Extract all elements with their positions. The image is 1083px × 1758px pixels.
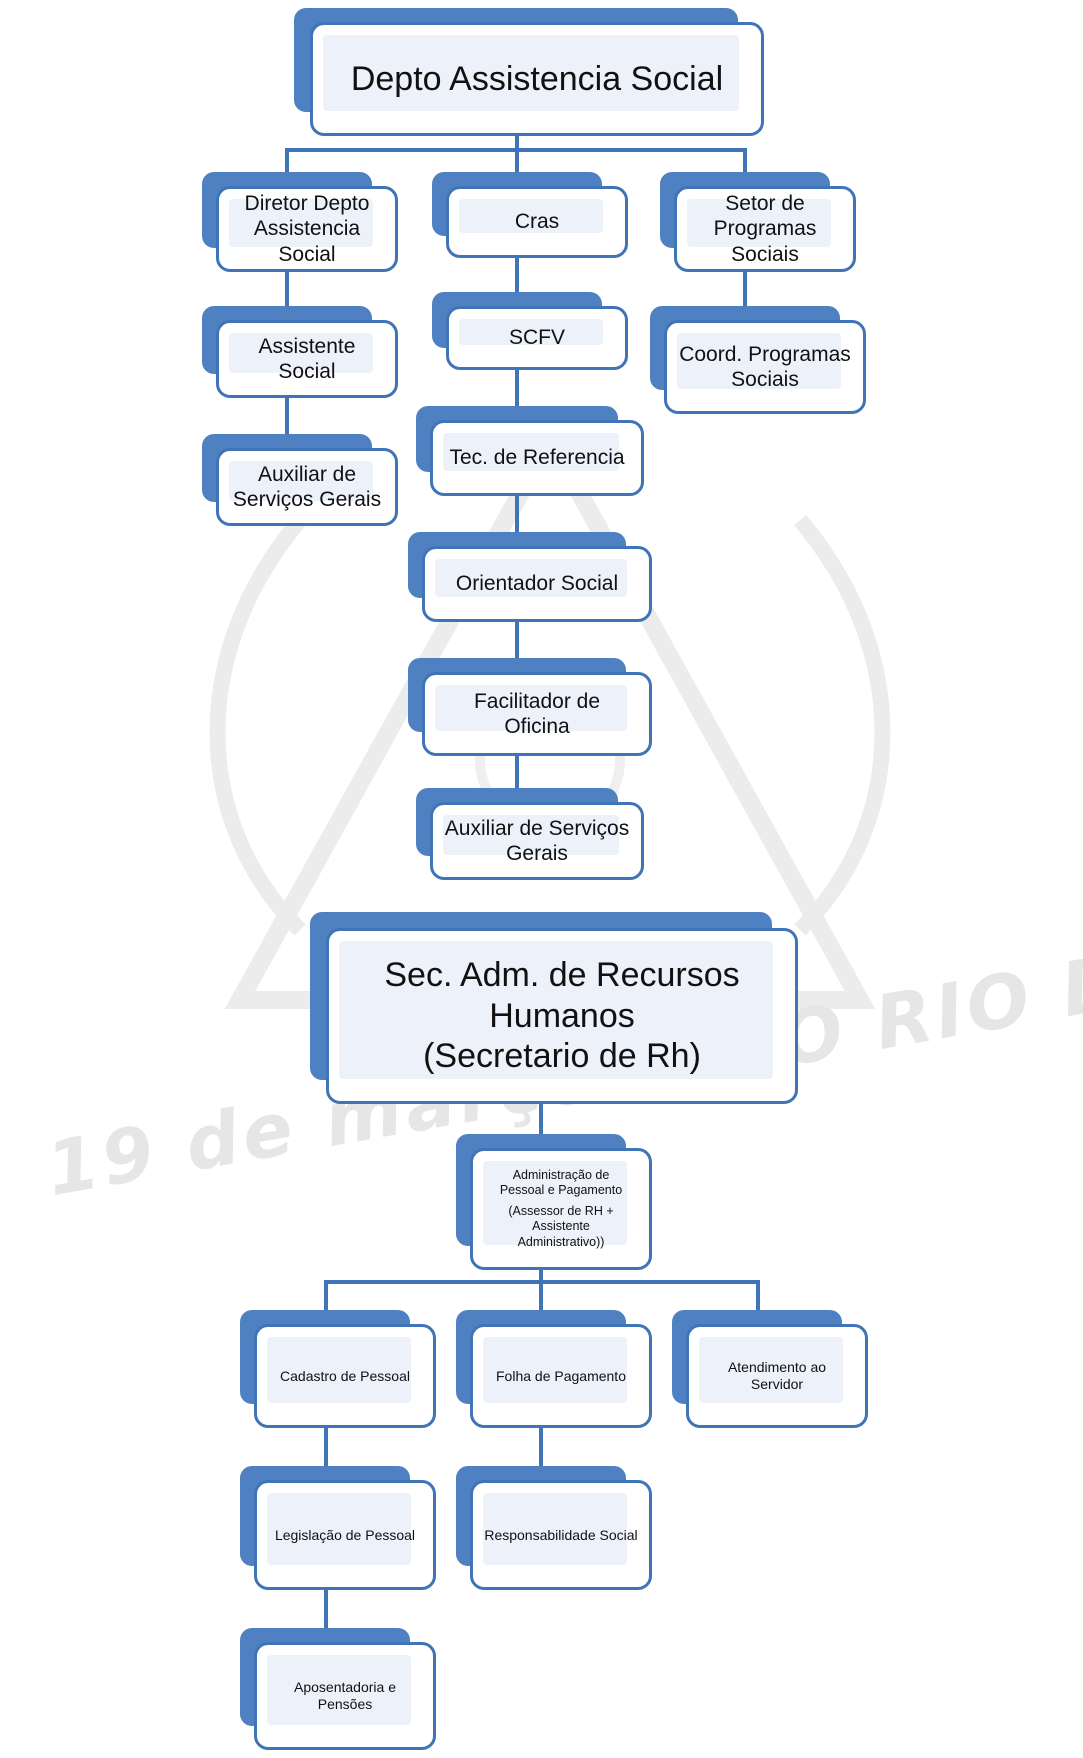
node-setor-programas: Setor de Programas Sociais — [660, 172, 856, 272]
node-label: Auxiliar de Serviços Gerais — [232, 462, 382, 511]
connector — [515, 256, 519, 292]
node-label: Setor de Programas Sociais — [713, 192, 817, 266]
node-label: Atendimento ao Servidor — [727, 1359, 827, 1392]
node-label: Legislação de Pessoal — [274, 1526, 416, 1543]
node-auxiliar-centro: Auxiliar de Serviços Gerais — [416, 788, 644, 880]
node-legislacao: Legislação de Pessoal — [240, 1466, 436, 1590]
connector — [756, 1280, 760, 1310]
node-label: Cadastro de Pessoal — [280, 1367, 410, 1384]
connector — [743, 270, 747, 306]
connector — [515, 756, 519, 788]
node-responsabilidade: Responsabilidade Social — [456, 1466, 652, 1590]
node-label-line: (Secretario de Rh) — [423, 1037, 701, 1076]
connector — [539, 1270, 543, 1284]
node-label: Folha de Pagamento — [496, 1367, 626, 1384]
node-sublabel: (Assessor de RH + Assistente Administrat… — [508, 1203, 614, 1249]
connector — [515, 496, 519, 532]
node-label: SCFV — [508, 326, 565, 350]
node-auxiliar-esquerda: Auxiliar de Serviços Gerais — [202, 434, 398, 526]
node-label: Auxiliar de Serviços Gerais — [444, 816, 630, 865]
node-label: Depto Assistencia Social — [350, 59, 724, 98]
node-depto-assistencia: Depto Assistencia Social — [294, 8, 764, 136]
node-orientador: Orientador Social — [408, 532, 652, 622]
node-label: Cras — [514, 210, 560, 234]
connector — [515, 370, 519, 406]
connector — [539, 1428, 543, 1466]
node-assistente-social: Assistente Social — [202, 306, 398, 398]
connector — [324, 1428, 328, 1466]
connector — [324, 1280, 328, 1310]
connector — [539, 1102, 543, 1134]
connector — [324, 1590, 328, 1628]
node-atendimento: Atendimento ao Servidor — [672, 1310, 868, 1428]
node-aposentadoria: Aposentadoria e Pensões — [240, 1628, 436, 1750]
connector — [285, 148, 289, 172]
connector — [743, 148, 747, 172]
node-facilitador: Facilitador de Oficina — [408, 658, 652, 756]
node-label: Facilitador de Oficina — [473, 689, 601, 738]
node-admin-pessoal: Administração de Pessoal e Pagamento (As… — [456, 1134, 652, 1270]
connector — [285, 398, 289, 434]
node-label: Diretor Depto Assistencia Social — [244, 192, 370, 266]
node-coord-programas: Coord. Programas Sociais — [650, 306, 866, 414]
node-sec-rh: Sec. Adm. de Recursos Humanos(Secretario… — [310, 912, 798, 1104]
connector — [515, 132, 519, 150]
connector — [515, 622, 519, 658]
node-scfv: SCFV — [432, 292, 628, 370]
node-diretor: Diretor Depto Assistencia Social — [202, 172, 398, 272]
node-cadastro: Cadastro de Pessoal — [240, 1310, 436, 1428]
node-label: Orientador Social — [455, 572, 619, 596]
node-label: Aposentadoria e Pensões — [294, 1679, 396, 1712]
connector — [539, 1280, 543, 1310]
connector — [515, 148, 519, 172]
node-label: Coord. Programas Sociais — [679, 342, 851, 391]
node-label: Sec. Adm. de Recursos Humanos(Secretario… — [329, 955, 795, 1077]
node-label: Assistente Social — [258, 334, 356, 383]
node-label: Administração de Pessoal e Pagamento — [499, 1167, 623, 1197]
node-folha: Folha de Pagamento — [456, 1310, 652, 1428]
node-label-line: Sec. Adm. de Recursos Humanos — [384, 955, 740, 1035]
node-label: Tec. de Referencia — [449, 446, 625, 470]
connector — [285, 270, 289, 306]
node-cras: Cras — [432, 172, 628, 258]
node-tec-referencia: Tec. de Referencia — [416, 406, 644, 496]
node-label: Responsabilidade Social — [484, 1526, 638, 1543]
